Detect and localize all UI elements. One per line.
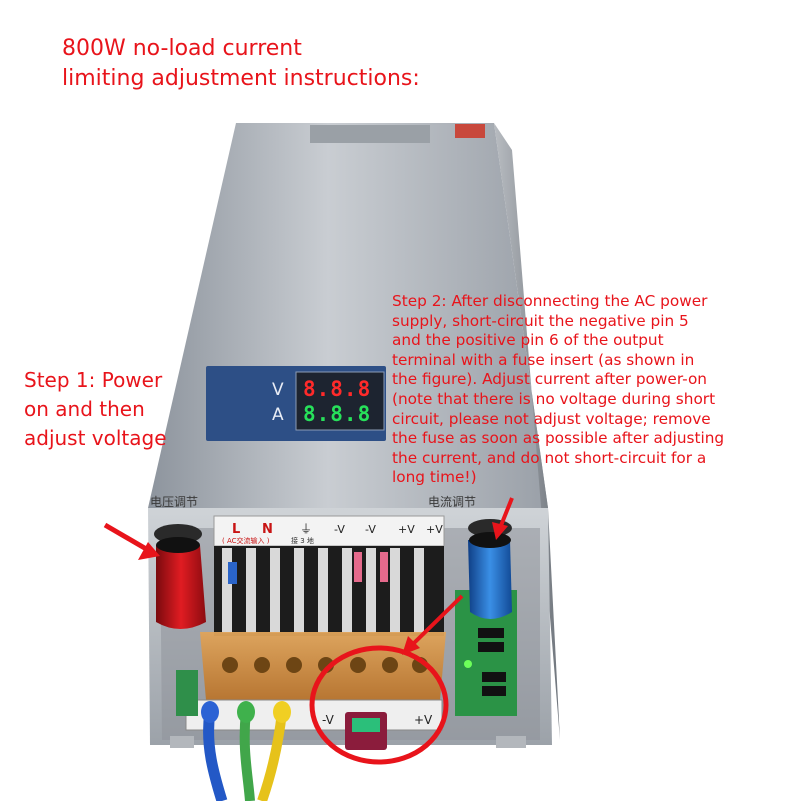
meter-frame — [295, 371, 385, 431]
step2-line: Step 2: After disconnecting the AC power — [392, 292, 708, 310]
step2-line: the figure). Adjust current after power-… — [392, 370, 707, 389]
lower-label-plus: +V — [414, 713, 433, 727]
terminal-ground-note: 接 3 地 — [291, 536, 314, 545]
current-knob-cap — [469, 532, 511, 548]
step2-line: terminal with a fuse insert (as shown in — [392, 350, 695, 369]
status-led — [464, 660, 472, 668]
step1-line-2: on and then — [24, 397, 145, 421]
fuse-highlight-circle — [309, 645, 449, 765]
terminal-ac-note: ( AC交流输入 ) — [222, 536, 270, 545]
terminal-label-n: N — [262, 522, 273, 537]
step2-line: circuit, please not adjust voltage; remo… — [392, 409, 711, 428]
lower-label-minus: -V — [322, 713, 335, 727]
voltage-display: 8.8.8 — [303, 377, 371, 401]
mounting-foot-right — [496, 736, 526, 748]
current-display: 8.8.8 — [303, 402, 371, 426]
step1-arrow — [103, 522, 160, 560]
step1-line-1: Step 1: Power — [24, 368, 163, 392]
step2-line: the fuse as soon as possible after adjus… — [392, 429, 725, 448]
terminal-label-minus-2: -V — [365, 523, 376, 536]
green-yellow-wire — [239, 711, 255, 801]
step2-line: the current, and do not short-circuit fo… — [392, 448, 707, 467]
mounting-foot-left — [170, 736, 194, 748]
current-knob — [468, 540, 512, 619]
warning-sticker — [455, 124, 485, 138]
step2-line: supply, short-circuit the negative pin 5 — [392, 311, 689, 330]
voltage-knob-cap — [156, 537, 200, 553]
step1-annotation: Step 1: Power on and then adjust voltage — [24, 366, 167, 453]
step2-line: long time!) — [392, 468, 477, 487]
terminal-label-minus-1: -V — [334, 523, 345, 536]
terminal-label-ground: ⏚ — [300, 522, 312, 536]
step2-line: (note that there is no voltage during sh… — [392, 389, 716, 408]
voltage-unit-label: V — [272, 380, 284, 400]
title-line-1: 800W no-load current — [62, 36, 302, 61]
terminal-label-plus-1: +V — [398, 523, 415, 536]
terminal-label-l: L — [232, 522, 240, 537]
step1-line-3: adjust voltage — [24, 426, 167, 450]
step2-line: and the positive pin 6 of the output — [392, 331, 664, 350]
right-pcb-pins — [478, 628, 506, 696]
green-wire-lug — [237, 701, 255, 723]
voltage-knob — [156, 545, 206, 629]
terminal-barriers — [214, 546, 444, 636]
current-unit-label: A — [272, 405, 284, 425]
step2-annotation: Step 2: After disconnecting the AC power… — [392, 292, 772, 488]
blue-wire-lug — [201, 701, 219, 723]
left-pcb — [176, 670, 198, 716]
terminal-header — [213, 515, 445, 547]
yellow-wire-lug — [273, 701, 291, 723]
spec-sticker — [310, 125, 430, 143]
instructions-title: 800W no-load current limiting adjustment… — [62, 34, 420, 94]
current-knob-label: 电流调节 — [428, 495, 476, 509]
title-line-2: limiting adjustment instructions: — [62, 66, 420, 91]
fuse-window — [352, 718, 380, 732]
voltage-knob-label: 电压调节 — [150, 495, 198, 509]
terminal-label-plus-2: +V — [426, 523, 443, 536]
step2-arrow-upper — [492, 497, 514, 540]
